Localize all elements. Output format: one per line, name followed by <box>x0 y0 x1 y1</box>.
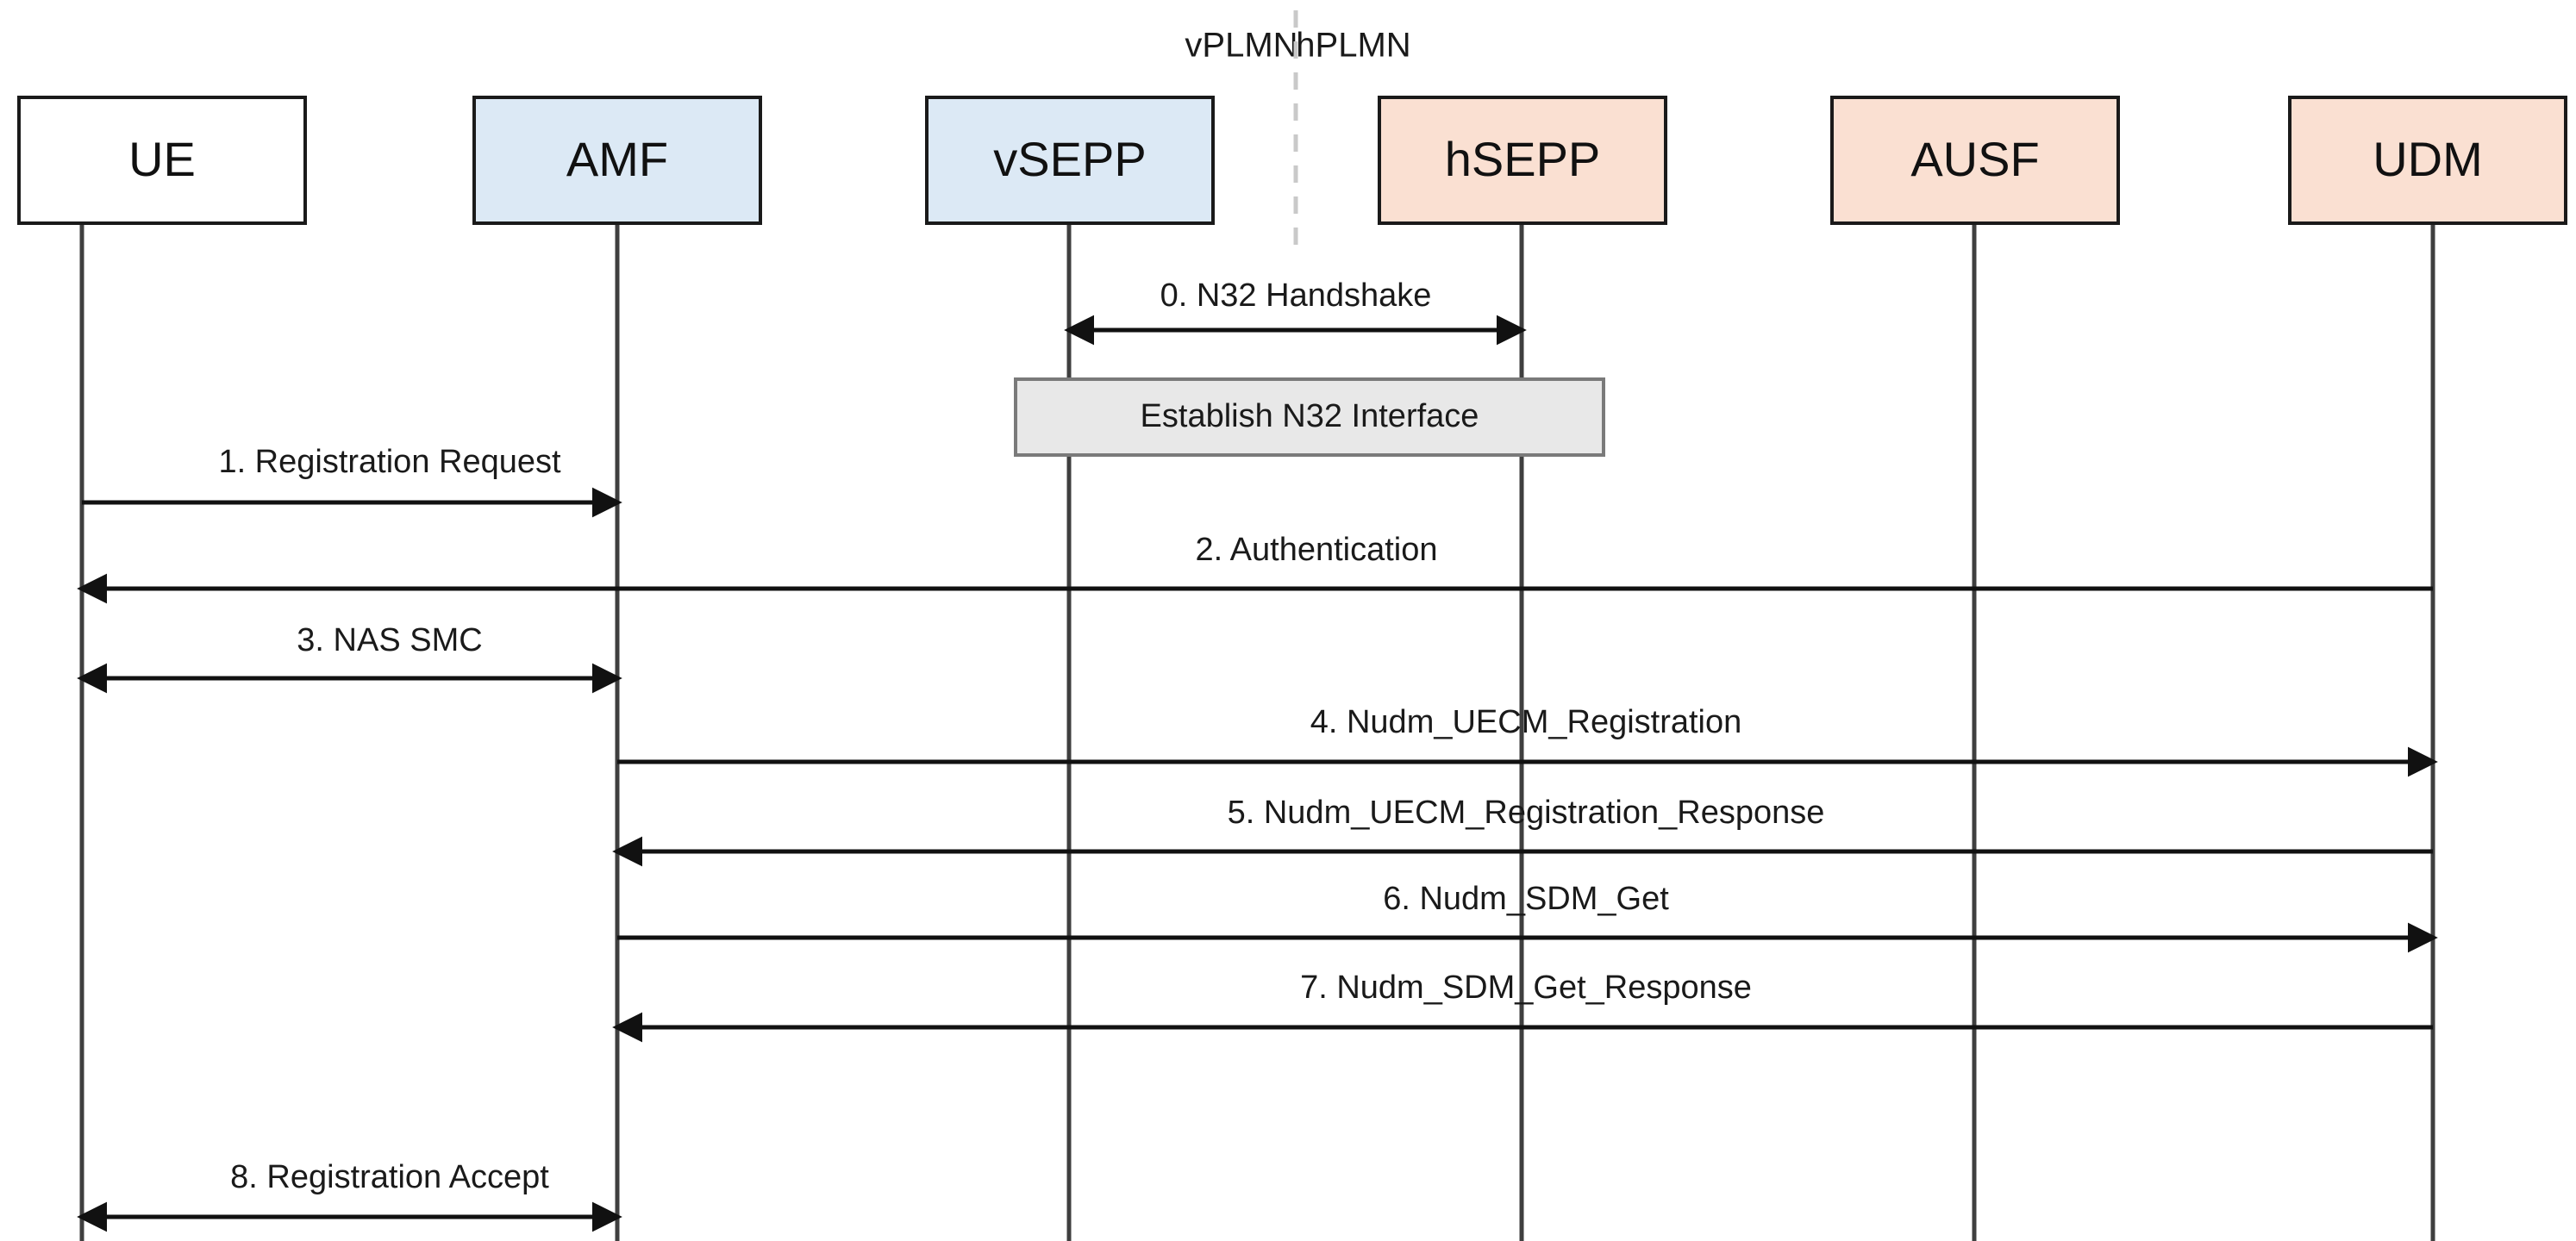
notes: Establish N32 Interface <box>1014 377 1605 457</box>
note-n0: Establish N32 Interface <box>1014 377 1605 457</box>
actor-label-ausf: AUSF <box>1910 132 2039 186</box>
actor-box-ausf[interactable] <box>1830 96 2120 225</box>
message-m6: 6. Nudm_SDM_Get <box>617 881 2438 953</box>
lane-label-hplmn: hPLMN <box>1296 27 1410 65</box>
message-m0: 0. N32 Handshake <box>1064 278 1527 346</box>
actor-box-hsepp[interactable] <box>1378 96 1667 225</box>
messages: 0. N32 Handshake 1. Registration Request 2… <box>77 278 2438 1232</box>
message-label-m0: 0. N32 Handshake <box>1160 278 1432 314</box>
message-m5: 5. Nudm_UECM_Registration_Response <box>612 795 2433 867</box>
actor-label-ue: UE <box>128 132 196 186</box>
actor-label-udm: UDM <box>2373 132 2483 186</box>
lane-label-vplmn: vPLMN <box>1185 27 1297 65</box>
actor-box-amf[interactable] <box>472 96 762 225</box>
actor-label-vsepp: vSEPP <box>993 132 1146 186</box>
message-label-m4: 4. Nudm_UECM_Registration <box>1310 704 1742 740</box>
message-label-m1: 1. Registration Request <box>218 444 561 480</box>
actor-box-ue[interactable] <box>17 96 307 225</box>
actor-ue[interactable]: UE <box>17 96 307 225</box>
message-label-m5: 5. Nudm_UECM_Registration_Response <box>1228 795 1825 831</box>
message-m1: 1. Registration Request <box>82 444 622 518</box>
actor-label-amf: AMF <box>566 132 668 186</box>
actor-udm[interactable]: UDM <box>2288 96 2567 225</box>
actor-hsepp[interactable]: hSEPP <box>1378 96 1667 225</box>
message-m8: 8. Registration Accept <box>77 1159 622 1232</box>
message-m3: 3. NAS SMC <box>77 622 622 694</box>
actor-vsepp[interactable]: vSEPP <box>925 96 1215 225</box>
actor-box-vsepp[interactable] <box>925 96 1215 225</box>
message-m4: 4. Nudm_UECM_Registration <box>617 704 2438 777</box>
note-box-n0 <box>1014 377 1605 457</box>
lifelines <box>79 223 2435 1241</box>
message-label-m6: 6. Nudm_SDM_Get <box>1383 881 1669 917</box>
actor-amf[interactable]: AMF <box>472 96 762 225</box>
actor-boxes: UE AMF vSEPP hSEPP AUSF UDM <box>17 96 2567 225</box>
actor-ausf[interactable]: AUSF <box>1830 96 2120 225</box>
actor-box-udm[interactable] <box>2288 96 2567 225</box>
message-label-m7: 7. Nudm_SDM_Get_Response <box>1300 970 1752 1006</box>
message-m7: 7. Nudm_SDM_Get_Response <box>612 970 2433 1043</box>
message-label-m8: 8. Registration Accept <box>230 1159 549 1195</box>
message-label-m2: 2. Authentication <box>1196 532 1438 568</box>
actor-label-hsepp: hSEPP <box>1445 132 1601 186</box>
message-label-m3: 3. NAS SMC <box>297 622 482 658</box>
note-label-n0: Establish N32 Interface <box>1141 398 1479 434</box>
message-m2: 2. Authentication <box>77 532 2433 604</box>
